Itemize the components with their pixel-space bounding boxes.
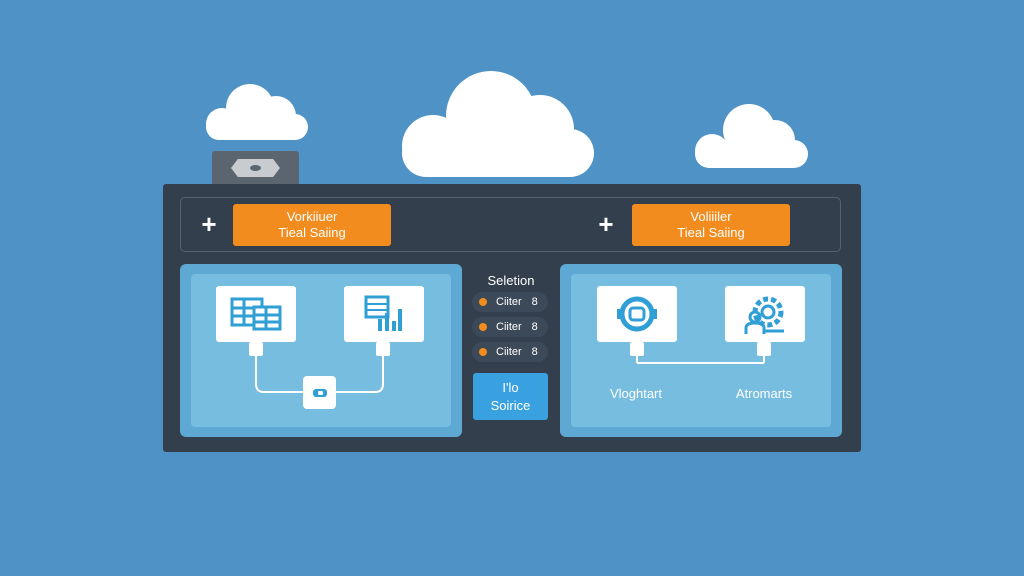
option-label: Ciiter — [496, 321, 522, 333]
chart-card[interactable] — [344, 286, 424, 342]
cloud-right — [695, 104, 808, 168]
right-action-line1: Voliiiler — [690, 209, 732, 224]
service-button[interactable]: I'lo Soirice — [473, 373, 548, 420]
option-dot-icon — [479, 298, 487, 306]
lens-icon — [617, 296, 657, 332]
right-action-line2: Tieal Saiing — [677, 225, 745, 240]
bar-chart-icon — [364, 295, 402, 331]
left-action-button[interactable]: Vorkiiuer Tieal Saiing — [233, 204, 391, 246]
option-value: 8 — [531, 346, 538, 358]
option-label: Ciiter — [496, 296, 522, 308]
selection-option[interactable]: Ciiter 8 — [472, 292, 548, 312]
option-value: 8 — [531, 321, 538, 333]
selection-title: Seletion — [487, 273, 535, 288]
option-dot-icon — [479, 323, 487, 331]
add-left-button[interactable]: + — [201, 209, 217, 239]
action-bar — [180, 197, 841, 252]
right-caption-right: Atromarts — [735, 386, 793, 401]
drag-handle-tab[interactable] — [212, 151, 299, 185]
person-gear-icon — [744, 296, 784, 334]
cloud-center — [402, 71, 594, 177]
option-value: 8 — [531, 296, 538, 308]
lens-card-port — [630, 342, 644, 356]
connector-icon — [312, 388, 327, 397]
selection-option[interactable]: Ciiter 8 — [472, 342, 548, 362]
right-caption-left: Vloghtart — [609, 386, 663, 401]
table-card-port — [249, 342, 263, 356]
handle-chip-icon — [231, 159, 280, 177]
cloud-left — [206, 84, 308, 140]
add-right-button[interactable]: + — [598, 209, 614, 239]
left-action-line1: Vorkiiuer — [286, 209, 338, 224]
option-dot-icon — [479, 348, 487, 356]
chart-card-port — [376, 342, 390, 356]
service-button-line2: Soirice — [490, 397, 531, 413]
connector-node[interactable] — [303, 376, 336, 409]
left-action-line2: Tieal Saiing — [278, 225, 346, 240]
person-gear-card-port — [757, 342, 771, 356]
right-action-button[interactable]: Voliiiler Tieal Saiing — [632, 204, 790, 246]
table-icon — [230, 297, 282, 331]
option-label: Ciiter — [496, 346, 522, 358]
service-button-line1: I'lo — [502, 379, 519, 395]
lens-card[interactable] — [597, 286, 677, 342]
person-gear-card[interactable] — [725, 286, 805, 342]
selection-option[interactable]: Ciiter 8 — [472, 317, 548, 337]
table-card[interactable] — [216, 286, 296, 342]
